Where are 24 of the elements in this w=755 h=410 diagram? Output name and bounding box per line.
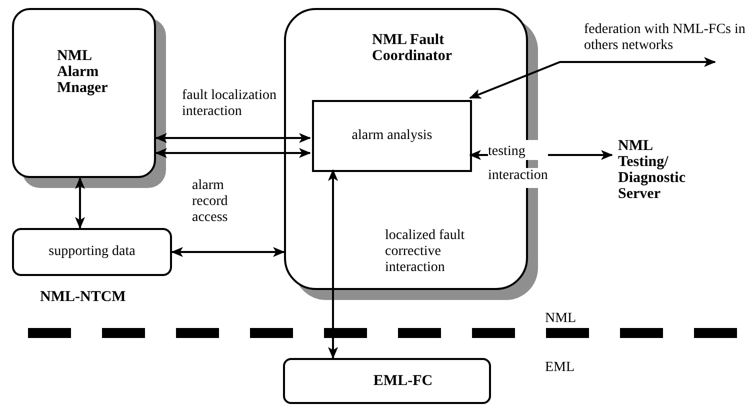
component-title: NML Alarm Mnager <box>57 48 108 96</box>
edge-label: federation with NML-FCs in others networks <box>584 22 746 54</box>
node-label: supporting data <box>48 244 136 260</box>
component-box <box>283 358 491 404</box>
edge-label: testing interaction <box>488 140 548 188</box>
component-title: NML Fault Coordinator <box>372 32 452 64</box>
double-arrow <box>328 169 338 359</box>
layer-label: NML <box>545 311 576 327</box>
double-arrow <box>75 177 85 229</box>
component-title: EML-FC <box>373 373 433 389</box>
process-box <box>312 100 472 172</box>
edge-label: alarm record access <box>192 178 229 226</box>
node-label: alarm analysis <box>352 128 432 144</box>
edge-label: fault localization interaction <box>182 88 278 120</box>
data-box <box>12 228 172 276</box>
double-arrow <box>155 133 311 143</box>
edge-label: localized fault corrective interaction <box>385 228 466 276</box>
group-label: NML-NTCM <box>40 289 126 305</box>
double-arrow <box>171 247 285 257</box>
component-title: NML Testing/ Diagnostic Server <box>618 138 686 202</box>
double-arrow <box>155 148 311 158</box>
double-arrow <box>469 150 613 160</box>
double-arrow <box>469 57 716 99</box>
layer-label: EML <box>545 360 575 376</box>
